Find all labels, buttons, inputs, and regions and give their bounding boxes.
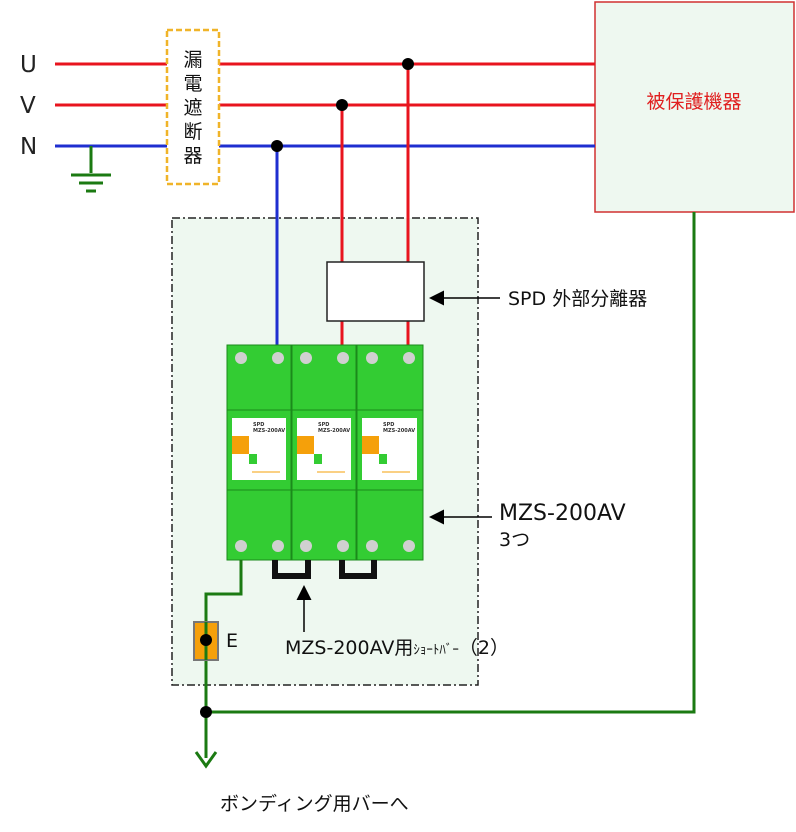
svg-text:MZS-200AV: MZS-200AV bbox=[253, 428, 285, 434]
svg-text:SPD: SPD bbox=[318, 422, 329, 428]
junction-dot-u bbox=[402, 58, 414, 70]
breaker-char-2: 電 bbox=[183, 73, 202, 95]
junction-dot-v bbox=[336, 99, 348, 111]
spd-module-1: SPD MZS-200AV bbox=[226, 344, 292, 561]
junction-dot-n bbox=[271, 140, 283, 152]
phase-label-v: V bbox=[20, 93, 36, 119]
protected-equipment-label: 被保護機器 bbox=[646, 91, 741, 113]
spd-disconnector-label: SPD 外部分離器 bbox=[508, 288, 647, 310]
breaker-char-3: 遮 bbox=[183, 97, 202, 119]
bonding-arrow-icon bbox=[194, 751, 218, 769]
earth-terminal-dot bbox=[200, 634, 212, 646]
junction-dot-earth bbox=[200, 706, 212, 718]
svg-text:SPD: SPD bbox=[383, 422, 394, 428]
protected-equipment-box bbox=[594, 1, 795, 213]
bonding-label: ボンディング用バーへ bbox=[220, 793, 409, 815]
earth-terminal-label: E bbox=[226, 630, 238, 652]
short-bar-2 bbox=[339, 560, 377, 579]
earth-wire-spd bbox=[204, 560, 243, 758]
spd-module-3: SPD MZS-200AV bbox=[356, 344, 424, 561]
spd-disconnector-box bbox=[326, 261, 425, 322]
leakage-breaker-box bbox=[165, 28, 221, 186]
spd-module-2: SPD MZS-200AV bbox=[291, 344, 357, 561]
short-bar-1 bbox=[272, 560, 311, 579]
breaker-char-1: 漏 bbox=[183, 49, 202, 71]
earth-wire-equipment bbox=[206, 212, 696, 714]
breaker-char-4: 断 bbox=[183, 121, 202, 143]
phase-label-n: N bbox=[20, 134, 37, 160]
spd-module-callout-line1: MZS-200AV bbox=[499, 501, 626, 526]
svg-text:MZS-200AV: MZS-200AV bbox=[318, 428, 350, 434]
ground-symbol-icon bbox=[71, 146, 111, 193]
spd-module-callout-line2: 3つ bbox=[499, 529, 530, 551]
svg-text:SPD: SPD bbox=[253, 422, 264, 428]
breaker-char-5: 器 bbox=[183, 145, 202, 167]
short-bar-label: MZS-200AV用ｼｮｰﾄﾊﾞｰ（2） bbox=[285, 637, 509, 659]
phase-label-u: U bbox=[20, 52, 37, 78]
svg-text:MZS-200AV: MZS-200AV bbox=[383, 428, 415, 434]
